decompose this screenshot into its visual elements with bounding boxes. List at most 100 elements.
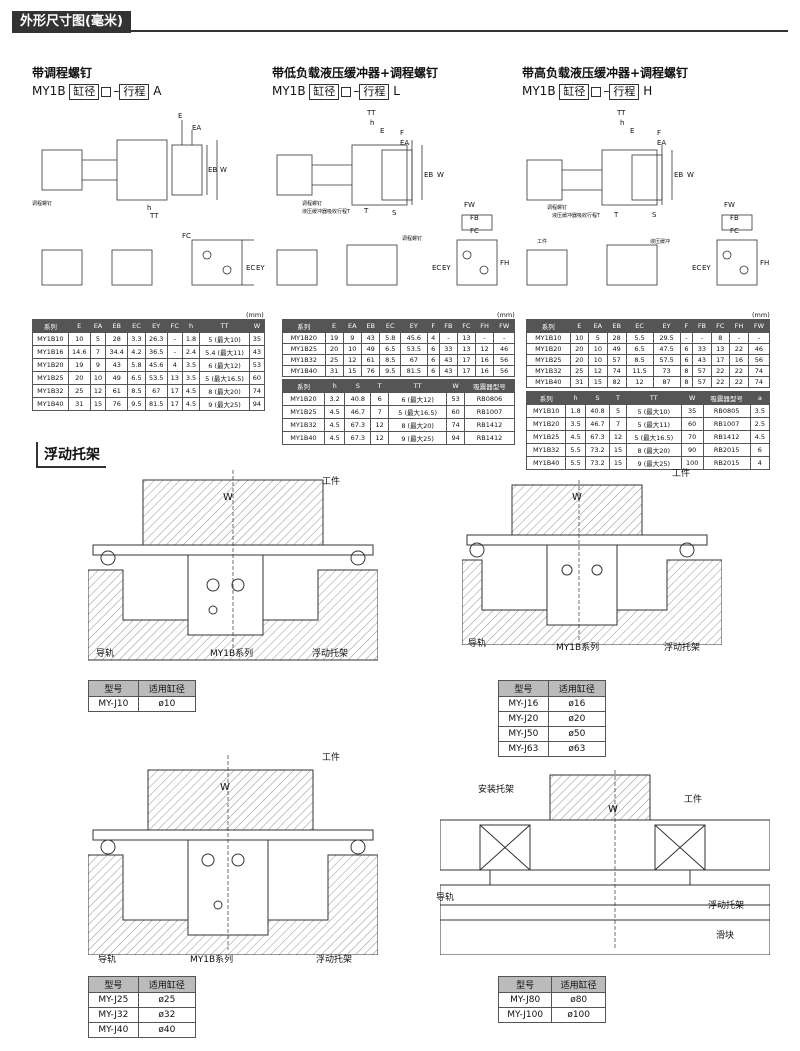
table-cell: 4 [166, 358, 183, 372]
svg-text:F: F [400, 129, 404, 137]
table-header-cell: 适用缸径 [547, 680, 607, 697]
table-header-cell: FW [493, 319, 515, 333]
table-cell: MY1B32 [32, 384, 69, 398]
table-cell: 43 [438, 354, 458, 366]
table-cell: 12 [609, 430, 627, 444]
svg-text:液压缓冲: 液压缓冲 [650, 238, 670, 245]
table-cell: 4.5 [323, 431, 346, 445]
table-cell: 60 [680, 417, 704, 431]
svg-text:EA: EA [657, 139, 666, 147]
table-cell: MY1B40 [525, 456, 567, 470]
table-cell: 31 [569, 376, 589, 388]
svg-text:EC: EC [692, 264, 701, 272]
table-header-cell: a [749, 391, 771, 405]
table-cell: 4.5 [181, 397, 201, 411]
table-header-cell: 吸震器型号 [463, 379, 516, 393]
table-cell: 16 [474, 354, 495, 366]
table-cell: 9 (最大25) [625, 456, 682, 470]
table-header-cell: TT [625, 391, 682, 405]
table-header-cell: FW [747, 319, 771, 333]
table-cell: 6 [426, 343, 440, 355]
table-header-cell: W [446, 379, 465, 393]
table-cell: MY1B25 [32, 371, 69, 385]
table-cell: MY1B25 [525, 430, 567, 444]
table-cell: 43 [248, 345, 266, 359]
table-cell: 5 (最大16.5) [199, 371, 250, 385]
svg-text:EY: EY [702, 264, 711, 272]
table-cell: 70 [680, 430, 704, 444]
svg-text:E: E [178, 112, 182, 120]
svg-text:调程螺钉: 调程螺钉 [402, 235, 422, 242]
table-cell: 4.5 [181, 384, 201, 398]
table-cell: 9.5 [379, 365, 402, 377]
label-workpiece-4: 工件 [684, 795, 703, 805]
table-cell: MY-J10 [88, 696, 139, 712]
table-cell: 61 [360, 354, 381, 366]
table-cell: 9 [89, 358, 107, 372]
table-cell: 17 [710, 354, 731, 366]
table-header-cell: FH [729, 319, 749, 333]
svg-text:TT: TT [616, 109, 626, 117]
table-cell: MY1B32 [282, 418, 325, 432]
table-cell: 15 [609, 456, 627, 470]
svg-text:液压缓冲器吸收行程T: 液压缓冲器吸收行程T [302, 208, 351, 215]
table-cell: ø32 [137, 1007, 197, 1023]
svg-text:W: W [608, 804, 618, 815]
label-series-2: MY1B系列 [556, 643, 600, 653]
table-cell: RB1412 [702, 430, 751, 444]
table-cell: 6 (最大12) [199, 358, 250, 372]
svg-text:W: W [437, 171, 444, 179]
table-cell: MY1B16 [32, 345, 69, 359]
svg-text:FC: FC [730, 227, 739, 235]
table-cell: 56 [493, 354, 515, 366]
table-cell: 73.2 [584, 456, 611, 470]
float-drawing-2: W [462, 480, 722, 645]
table-cell: 1.8 [181, 332, 201, 346]
table-cell: 9 [342, 332, 362, 344]
table-cell: 76 [105, 397, 129, 411]
table-cell: ø100 [551, 1007, 606, 1023]
table-cell: 49 [105, 371, 129, 385]
table-cell: MY1B40 [282, 431, 325, 445]
svg-text:EA: EA [400, 139, 409, 147]
float-drawing-3: W [88, 755, 378, 955]
table-cell: MY1B10 [32, 332, 69, 346]
table-cell: - [166, 345, 183, 359]
table-header-cell: EY [400, 319, 428, 333]
svg-text:F: F [657, 129, 661, 137]
table-cell: ø80 [551, 992, 606, 1008]
svg-text:h: h [370, 119, 374, 127]
section-h-code: MY1B 缸径–行程 H [522, 84, 653, 100]
table-cell: RB2015 [702, 456, 751, 470]
table-cell: 13 [456, 332, 476, 344]
label-guide-2: 导轨 [468, 639, 487, 649]
table-cell: 25 [67, 384, 91, 398]
section-a-code: MY1B 缸径–行程 A [32, 84, 162, 100]
table-header-cell: TT [199, 319, 250, 333]
table-cell: 16 [729, 354, 749, 366]
table-cell: 25 [569, 365, 589, 377]
table-header-cell: EA [587, 319, 608, 333]
table-cell: 5.8 [379, 332, 402, 344]
table-header-cell: 系列 [282, 379, 325, 393]
table-cell: 4.5 [323, 418, 346, 432]
table-cell: 90 [680, 443, 704, 457]
table-cell: 17 [456, 354, 476, 366]
svg-text:EA: EA [192, 124, 201, 132]
label-bracket-3: 浮动托架 [316, 955, 353, 965]
table-header-cell: EC [379, 319, 402, 333]
